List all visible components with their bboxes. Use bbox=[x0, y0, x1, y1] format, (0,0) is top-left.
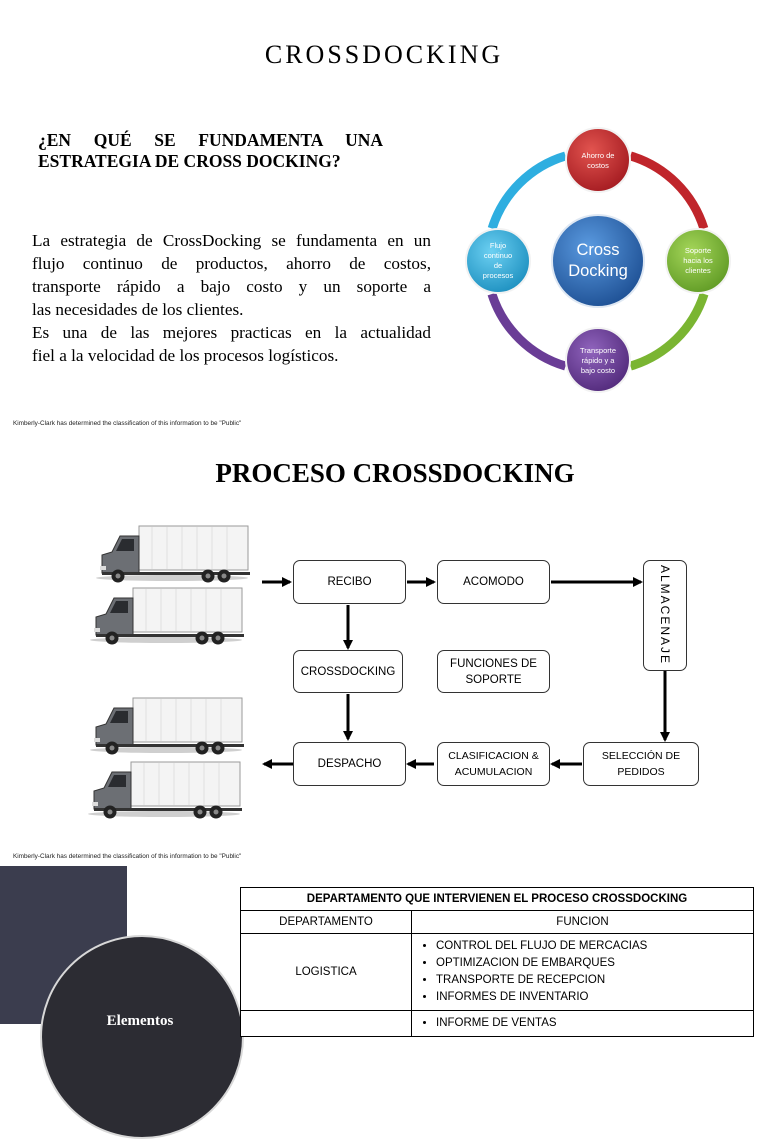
column-header-departamento: DEPARTAMENTO bbox=[240, 910, 412, 934]
center-label-line: Docking bbox=[568, 262, 628, 280]
box-label: CROSSDOCKING bbox=[300, 665, 396, 678]
right-label-line: clientes bbox=[685, 266, 711, 275]
top-label-line: Ahorro de bbox=[582, 151, 615, 160]
box-acomodo: ACOMODO bbox=[437, 560, 550, 604]
box-clasificacion: CLASIFICACION & ACUMULACION bbox=[437, 742, 550, 786]
node-transporte bbox=[565, 327, 631, 393]
box-label: RECIBO bbox=[327, 576, 372, 588]
disclaimer-text: Kimberly-Clark has determined the classi… bbox=[13, 420, 242, 427]
box-funciones-soporte: FUNCIONES DE SOPORTE bbox=[437, 650, 550, 693]
body-line: fiel a la velocidad de los procesos logí… bbox=[32, 346, 339, 365]
center-node bbox=[551, 214, 645, 308]
crossdocking-cycle-diagram: Cross Docking Ahorro de costos Soporte h… bbox=[465, 127, 731, 393]
box-recibo: RECIBO bbox=[293, 560, 406, 604]
ring-arc-right-bottom bbox=[629, 292, 709, 371]
slide1-title: CROSSDOCKING bbox=[264, 40, 504, 69]
slide2-title: PROCESO CROSSDOCKING bbox=[215, 458, 575, 488]
body-line: La estrategia de CrossDocking se fundame… bbox=[32, 231, 431, 250]
bottom-label-line: Transporte bbox=[580, 346, 616, 355]
box-crossdocking: CROSSDOCKING bbox=[293, 650, 403, 693]
slide1-body-text: La estrategia de CrossDocking se fundame… bbox=[32, 229, 431, 367]
question-line-2: ESTRATEGIA DE CROSS DOCKING? bbox=[38, 151, 341, 171]
top-label-line: costos bbox=[587, 161, 609, 170]
box-label: SOPORTE bbox=[465, 673, 522, 686]
box-label: ACOMODO bbox=[463, 576, 524, 588]
box-label: ACUMULACION bbox=[454, 766, 533, 778]
dept-cell: LOGISTICA bbox=[240, 933, 412, 1011]
node-ahorro bbox=[565, 127, 631, 193]
function-item: OPTIMIZACION DE EMBARQUES bbox=[436, 955, 753, 972]
left-label-line: Flujo bbox=[490, 241, 506, 250]
left-label-line: de bbox=[494, 261, 502, 270]
table-title: DEPARTAMENTO QUE INTERVIENEN EL PROCESO … bbox=[240, 887, 754, 911]
body-line: Es una de las mejores practicas en la ac… bbox=[32, 323, 431, 342]
question-line-1: ¿EN QUÉ SE FUNDAMENTA UNA bbox=[38, 130, 383, 150]
ring-arc-top-right bbox=[629, 151, 709, 230]
ring-arc-bottom-left bbox=[487, 292, 567, 371]
disclaimer-text: Kimberly-Clark has determined the classi… bbox=[13, 853, 242, 860]
left-label-line: procesos bbox=[483, 271, 514, 280]
function-item: CONTROL DEL FLUJO DE MERCACIAS bbox=[436, 938, 753, 955]
left-label-line: continuo bbox=[484, 251, 512, 260]
box-seleccion-pedidos: SELECCIÓN DE PEDIDOS bbox=[583, 742, 699, 786]
box-label: FUNCIONES DE bbox=[450, 657, 537, 670]
bottom-label-line: bajo costo bbox=[581, 366, 615, 375]
ring-arc-left-top bbox=[487, 151, 567, 230]
body-line: flujo continuo de productos, ahorro de c… bbox=[32, 254, 431, 273]
departments-table: DEPARTAMENTO QUE INTERVIENEN EL PROCESO … bbox=[240, 887, 754, 1037]
box-label: ALMACENAJE bbox=[658, 565, 672, 666]
right-label-line: hacia los bbox=[683, 256, 713, 265]
body-line: las necesidades de los clientes. bbox=[32, 300, 244, 319]
right-label-line: Soporte bbox=[685, 246, 711, 255]
table-row: LOGISTICA CONTROL DEL FLUJO DE MERCACIAS… bbox=[240, 933, 754, 1011]
node-soporte bbox=[665, 228, 731, 294]
body-line: transporte rápido a bajo costo y un sopo… bbox=[32, 277, 431, 296]
box-label: DESPACHO bbox=[317, 758, 382, 770]
function-item: TRANSPORTE DE RECEPCION bbox=[436, 972, 753, 989]
elementos-label: Elementos bbox=[106, 1013, 174, 1029]
box-label: PEDIDOS bbox=[617, 766, 665, 778]
slide1-question: ¿EN QUÉ SE FUNDAMENTA UNA ESTRATEGIA DE … bbox=[38, 130, 383, 172]
function-cell: CONTROL DEL FLUJO DE MERCACIAS OPTIMIZAC… bbox=[411, 933, 754, 1011]
box-label: SELECCIÓN DE bbox=[601, 750, 681, 762]
elementos-circle bbox=[40, 935, 244, 1139]
column-header-funcion: FUNCION bbox=[411, 910, 754, 934]
process-flow-arrows bbox=[262, 577, 670, 769]
center-label-line: Cross bbox=[576, 241, 619, 259]
box-label: CLASIFICACION & bbox=[448, 750, 539, 762]
function-item: INFORMES DE INVENTARIO bbox=[436, 989, 753, 1006]
bottom-label-line: rápido y a bbox=[582, 356, 616, 365]
box-almacenaje: ALMACENAJE bbox=[643, 560, 687, 671]
node-flujo bbox=[465, 228, 531, 294]
box-despacho: DESPACHO bbox=[293, 742, 406, 786]
